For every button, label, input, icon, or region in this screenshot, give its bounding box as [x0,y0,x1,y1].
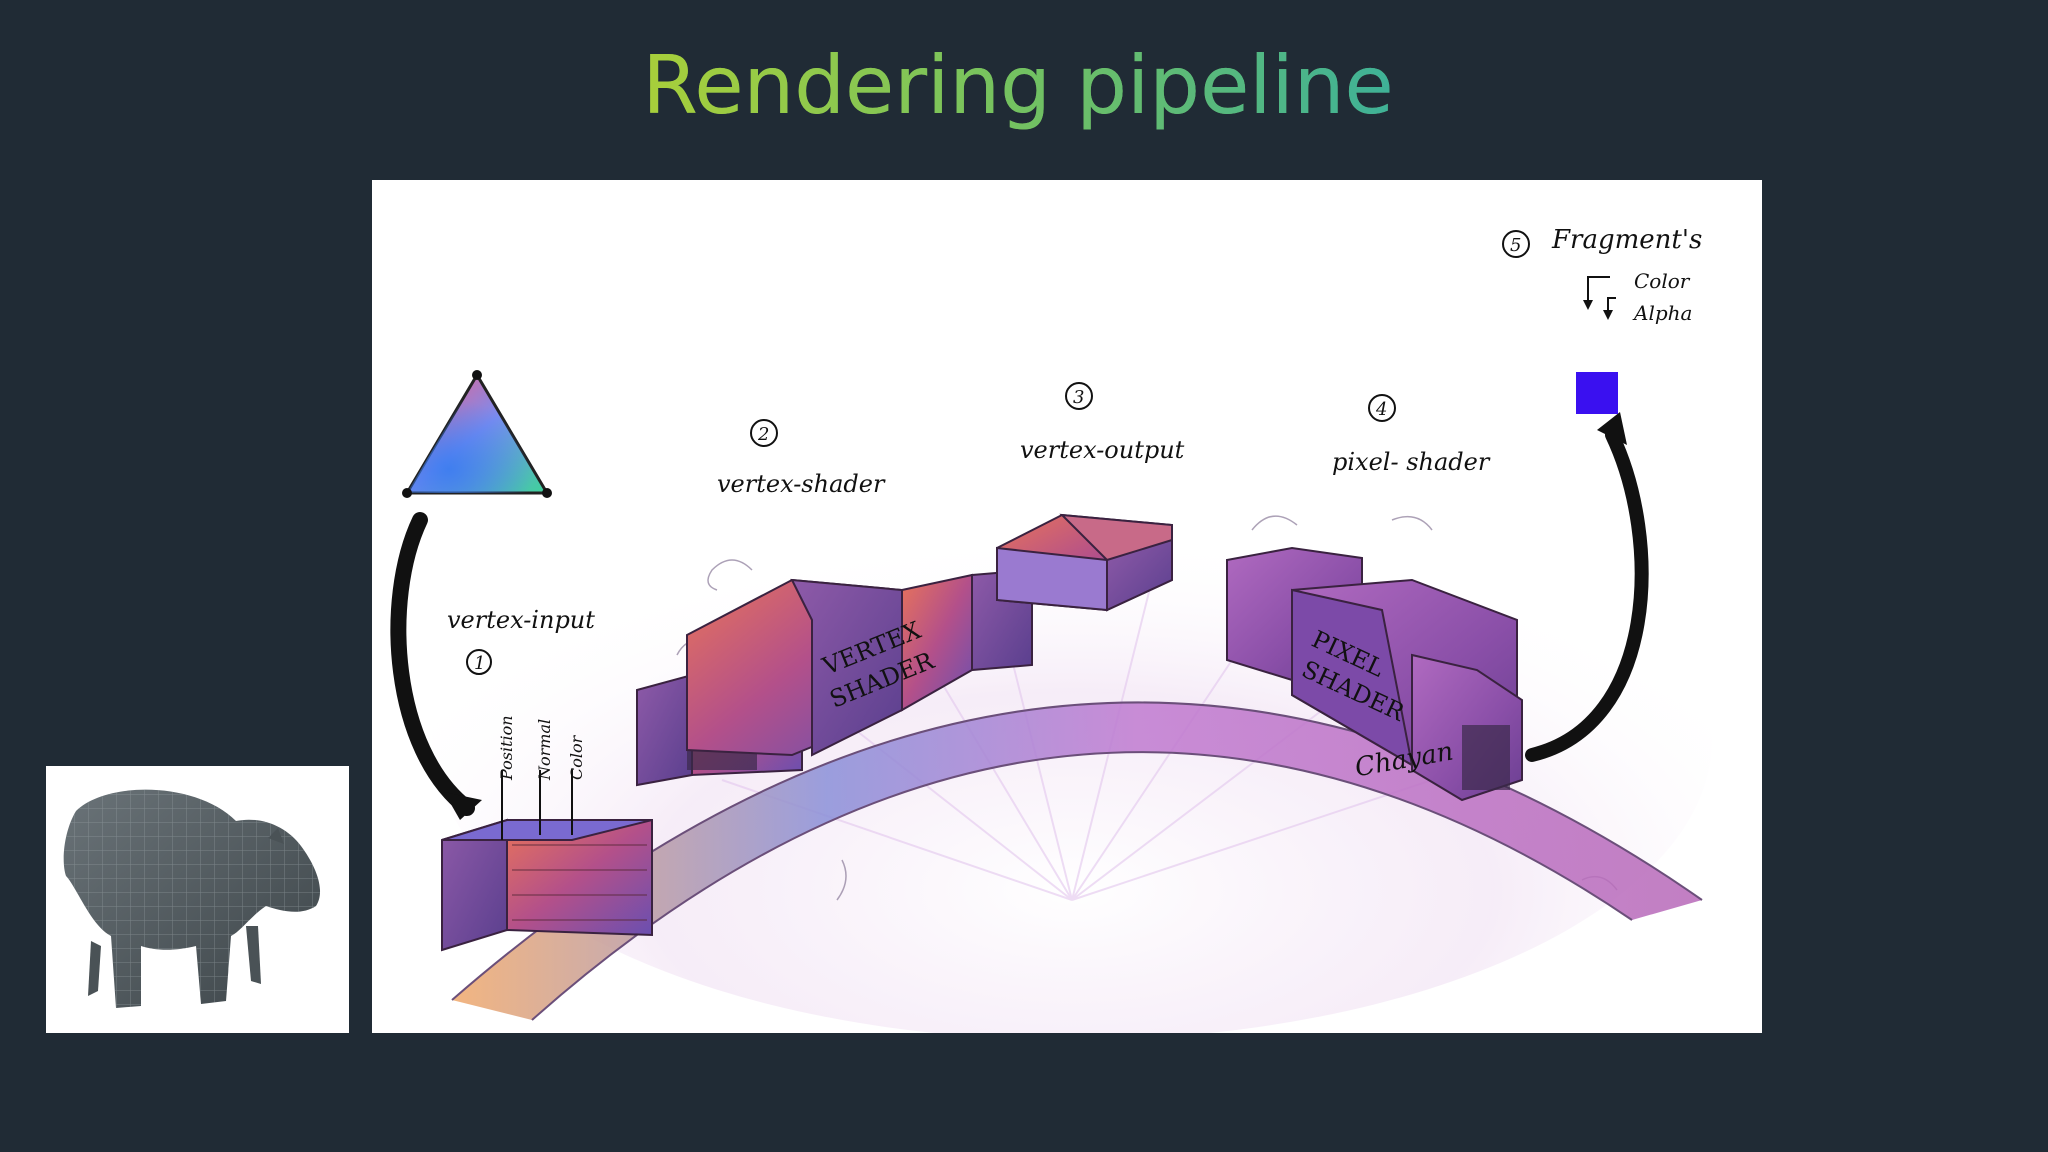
attr-color: Color [567,734,586,780]
pipeline-illustration: vertex-input 1 Position Normal Color [372,180,1762,1033]
pixel-shader-machine [1226,546,1523,802]
stage4-label: pixel- shader [1332,448,1491,476]
attr-position: Position [497,715,516,781]
vertex-input-crate [441,770,653,952]
bear-icon [63,789,321,1008]
slide-title: Rendering pipeline [0,36,2036,136]
triangle-icon [402,370,552,498]
fragment-color-label: Color [1634,269,1691,293]
stage1-number: 1 [474,653,485,674]
stage4-number: 4 [1375,399,1387,420]
stage5-number: 5 [1510,235,1521,256]
stage5-label: Fragment's [1551,225,1702,255]
vertex-output-crate [996,513,1173,612]
stage3-label: vertex-output [1020,436,1185,464]
fragment-alpha-label: Alpha [1632,301,1692,325]
stage3-number: 3 [1073,387,1084,408]
fragment-pixel [1576,372,1618,414]
stage2-label: vertex-shader [717,470,886,498]
bear-mesh-image [46,766,349,1033]
attr-normal: Normal [535,719,554,781]
stage1-label: vertex-input [447,606,595,634]
stage2-number: 2 [757,424,769,445]
